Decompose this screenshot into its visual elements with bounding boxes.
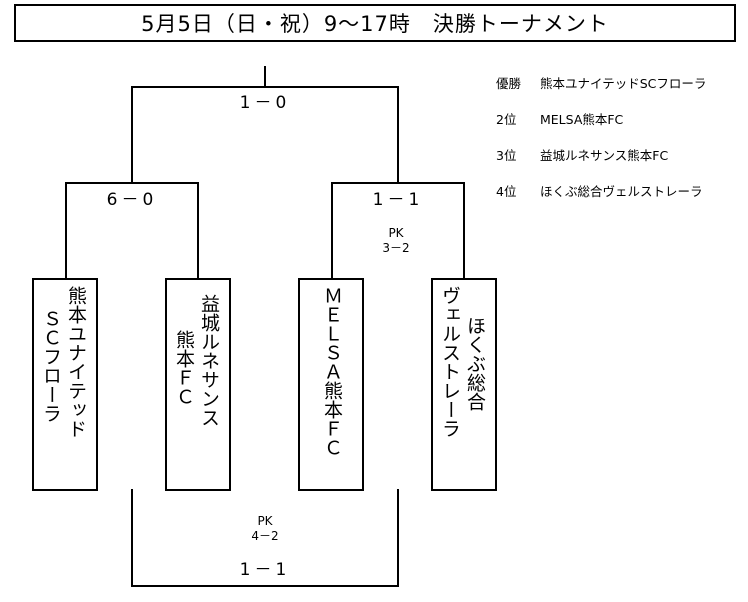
standing-team: ほくぶ総合ヴェルストレーラ xyxy=(540,184,703,199)
third-place-pk-score: 4－2 xyxy=(251,529,279,543)
bracket-semifinal-left-line xyxy=(65,182,199,279)
standing-team: 益城ルネサンス熊本FC xyxy=(540,148,669,163)
team-name-line2: 熊本ＦＣ xyxy=(173,330,195,406)
bracket-semifinal-right-line xyxy=(331,182,465,279)
team-box-kumamoto-united: 熊本ユナイテッド ＳＣフローラ xyxy=(32,278,98,491)
team-name-line1: ＭＥＬＳＡ熊本ＦＣ xyxy=(321,286,343,457)
standing-rank: 2位 xyxy=(496,112,517,127)
standing-row: 優勝 熊本ユナイテッドSCフローラ xyxy=(496,76,706,112)
standing-team: MELSA熊本FC xyxy=(540,112,624,127)
third-place-score: 1－1 xyxy=(239,560,291,580)
standing-rank: 3位 xyxy=(496,148,517,163)
semifinal-right-pk-label: PK xyxy=(388,226,404,240)
third-place-pk-label: PK xyxy=(257,514,273,528)
standing-row: 2位 MELSA熊本FC xyxy=(496,112,706,148)
team-name-line1: ヴェルストレーラ xyxy=(439,286,461,438)
final-standings: 優勝 熊本ユナイテッドSCフローラ 2位 MELSA熊本FC 3位 益城ルネサンス熊本… xyxy=(496,76,706,220)
standing-rank: 優勝 xyxy=(496,76,522,91)
semifinal-right-score: 1－1 xyxy=(372,190,424,210)
team-name-line1: 熊本ユナイテッド xyxy=(65,286,87,438)
team-box-melsa-kumamoto: ＭＥＬＳＡ熊本ＦＣ xyxy=(298,278,364,491)
standing-rank: 4位 xyxy=(496,184,517,199)
standing-row: 3位 益城ルネサンス熊本FC xyxy=(496,148,706,184)
team-name-line2: ＳＣフローラ xyxy=(40,309,62,423)
team-box-hokubu-sogo: ヴェルストレーラ ほくぶ総合 xyxy=(431,278,497,491)
semifinal-right-pk-score: 3－2 xyxy=(382,241,410,255)
standing-row: 4位 ほくぶ総合ヴェルストレーラ xyxy=(496,184,706,220)
team-name-line2: ほくぶ総合 xyxy=(464,316,486,411)
standing-team: 熊本ユナイテッドSCフローラ xyxy=(540,76,707,91)
semifinal-left-score: 6－0 xyxy=(106,190,158,210)
bracket-third-place-line xyxy=(131,489,399,587)
bracket-final-line xyxy=(131,66,399,183)
team-box-mashiki-renaissance: 益城ルネサンス 熊本ＦＣ xyxy=(165,278,231,491)
page-title: 5月5日（日・祝）9～17時 決勝トーナメント xyxy=(14,4,736,42)
team-name-line1: 益城ルネサンス xyxy=(198,294,220,427)
final-score: 1－0 xyxy=(239,93,291,113)
